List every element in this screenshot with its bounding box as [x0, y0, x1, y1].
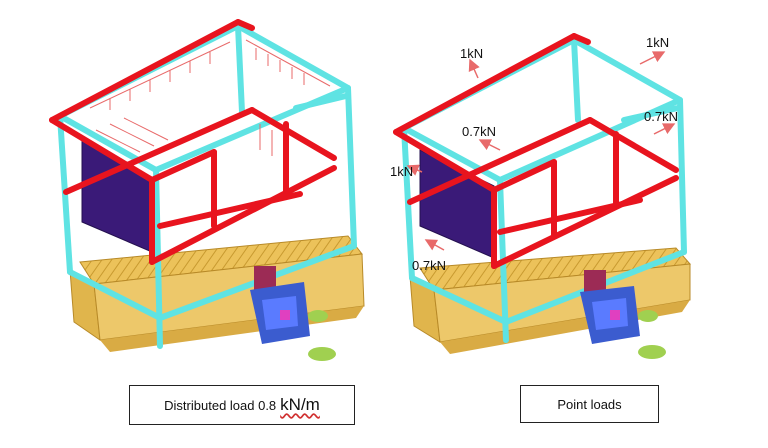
- mount-bracket: [250, 266, 336, 361]
- load-label-mid-center: 0.7kN: [462, 124, 496, 139]
- load-label-top-right: 1kN: [646, 35, 669, 50]
- load-label-side-left: 1kN: [390, 164, 413, 179]
- load-label-mid-right: 0.7kN: [644, 109, 678, 124]
- caption-point-loads: Point loads: [520, 385, 659, 423]
- caption-distributed-load: Distributed load 0.8 kN/m: [129, 385, 355, 425]
- model-distributed-load: [49, 19, 365, 361]
- load-arrows: [406, 51, 676, 251]
- arrow-lower-left: [424, 239, 445, 251]
- red-rails-right: [393, 33, 679, 269]
- mount-bracket-right: [580, 270, 666, 359]
- arrow-side-left: [406, 164, 423, 176]
- red-rails: [49, 19, 337, 265]
- arrow-mid-center: [478, 139, 501, 151]
- arrow-top-right: [639, 51, 666, 65]
- distributed-load-lines: [89, 39, 331, 156]
- arrow-top-left: [468, 58, 480, 79]
- load-label-lower-left: 0.7kN: [412, 258, 446, 273]
- model-point-loads: 1kN 1kN 0.7kN 0.7kN 1kN 0.7kN: [390, 33, 692, 359]
- caption-distributed-text: Distributed load 0.8: [164, 397, 277, 413]
- caption-point-text: Point loads: [557, 396, 622, 412]
- arrow-mid-right: [653, 123, 676, 135]
- caption-distributed-unit: kN/m: [280, 395, 320, 414]
- load-label-top-left: 1kN: [460, 46, 483, 61]
